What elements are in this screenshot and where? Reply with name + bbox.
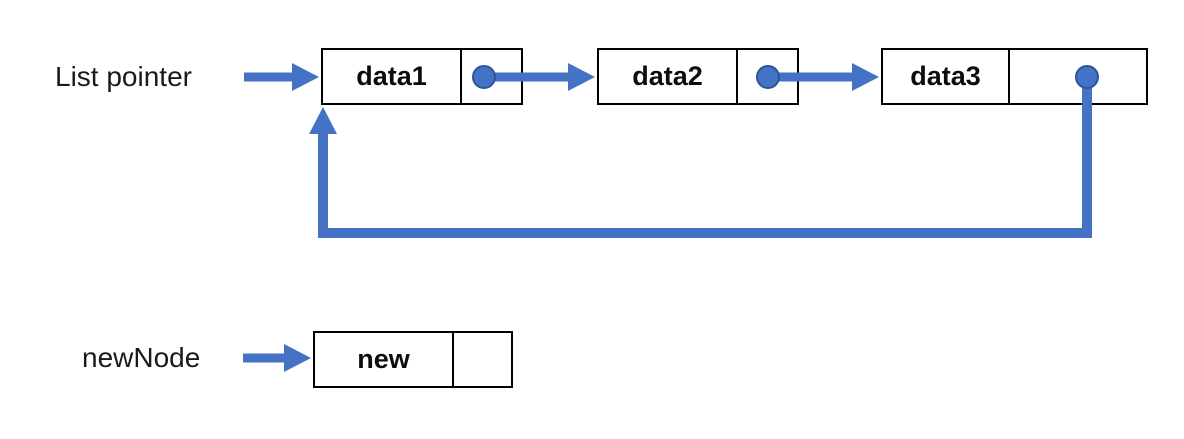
node-data1-pointer-cell	[460, 50, 521, 103]
list-pointer-label: List pointer	[55, 61, 192, 92]
node-data2: data2	[597, 48, 799, 105]
node-data1: data1	[321, 48, 523, 105]
new-node-label: newNode	[82, 342, 201, 373]
node-data2-pointer-cell	[736, 50, 797, 103]
node-data1-value: data1	[356, 61, 427, 91]
node-new-value: new	[357, 344, 410, 374]
node-data3-pointer-cell	[1008, 50, 1146, 103]
node-new: new	[313, 331, 513, 388]
node-data3: data3	[881, 48, 1148, 105]
node-data3-value: data3	[910, 61, 981, 91]
node-new-pointer-cell	[452, 333, 511, 386]
node-data2-value: data2	[632, 61, 703, 91]
